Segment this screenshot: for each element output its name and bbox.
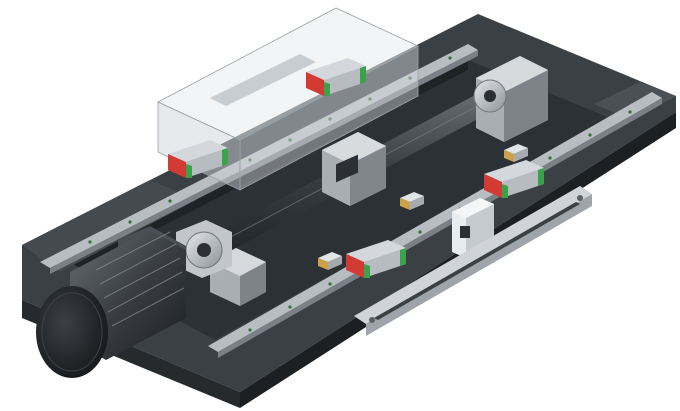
ball-nut-housing (322, 132, 386, 206)
scale-end-screw (369, 317, 375, 323)
motor-end-cap (36, 286, 108, 378)
motor-fins (95, 231, 185, 327)
base-right-step (594, 82, 676, 120)
limit-sensor (504, 144, 528, 162)
carriage-slot (210, 54, 316, 106)
limit-sensor (318, 252, 342, 270)
linear-guide-rail-left (40, 44, 478, 274)
linear-guide-rail-right (208, 92, 662, 358)
scale-end-screw (577, 195, 583, 201)
bearing-block (168, 140, 228, 178)
limit-sensor (400, 192, 424, 210)
floating-end-support (473, 56, 548, 142)
transparent-carriage (157, 7, 419, 191)
fixed-end-support (176, 220, 266, 306)
base-motor-pad (22, 180, 196, 272)
rail-left-bolt-holes (88, 56, 452, 244)
bearing-block (484, 160, 544, 198)
bearing-block (346, 240, 406, 278)
base-inner-wall (70, 60, 468, 268)
bearing-block (306, 58, 366, 96)
linear-scale (354, 186, 592, 336)
servo-motor (36, 226, 186, 378)
